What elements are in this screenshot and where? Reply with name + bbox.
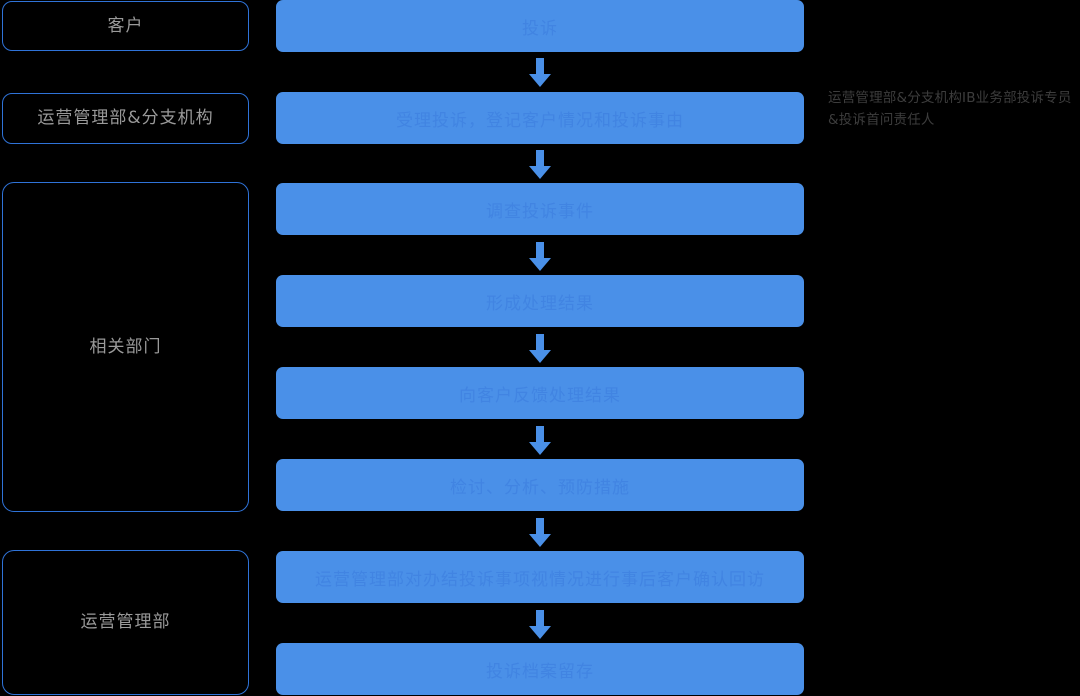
process-box-followup-visit[interactable]: 运营管理部对办结投诉事项视情况进行事后客户确认回访: [276, 551, 804, 603]
process-label-complaint: 投诉: [522, 18, 558, 39]
process-label-accept-register: 受理投诉，登记客户情况和投诉事由: [396, 110, 684, 131]
arrow-down-icon: [527, 242, 553, 272]
process-label-review-prevent: 检讨、分析、预防措施: [450, 477, 630, 498]
process-label-followup-visit: 运营管理部对办结投诉事项视情况进行事后客户确认回访: [315, 569, 765, 590]
process-box-investigate[interactable]: 调查投诉事件: [276, 183, 804, 235]
process-label-archive: 投诉档案留存: [486, 661, 594, 682]
process-label-investigate: 调查投诉事件: [486, 201, 594, 222]
process-box-form-result[interactable]: 形成处理结果: [276, 275, 804, 327]
process-box-archive[interactable]: 投诉档案留存: [276, 643, 804, 695]
process-box-complaint[interactable]: 投诉: [276, 0, 804, 52]
lane-box-ops-dept[interactable]: 运营管理部: [2, 550, 249, 695]
lane-box-customer[interactable]: 客户: [2, 1, 249, 51]
lane-label-ops-dept: 运营管理部: [80, 612, 171, 633]
process-box-accept-register[interactable]: 受理投诉，登记客户情况和投诉事由: [276, 92, 804, 144]
process-label-form-result: 形成处理结果: [486, 293, 594, 314]
process-box-feedback-customer[interactable]: 向客户反馈处理结果: [276, 367, 804, 419]
arrow-down-icon: [527, 426, 553, 456]
lane-label-related-dept: 相关部门: [89, 336, 162, 357]
arrow-down-icon: [527, 518, 553, 548]
process-label-feedback-customer: 向客户反馈处理结果: [459, 385, 621, 406]
lane-label-ops-branch: 运营管理部&分支机构: [37, 108, 214, 129]
arrow-down-icon: [527, 334, 553, 364]
process-box-review-prevent[interactable]: 检讨、分析、预防措施: [276, 459, 804, 511]
lane-box-related-dept[interactable]: 相关部门: [2, 182, 249, 512]
arrow-down-icon: [527, 58, 553, 88]
lane-box-ops-branch[interactable]: 运营管理部&分支机构: [2, 93, 249, 144]
arrow-down-icon: [527, 150, 553, 180]
arrow-down-icon: [527, 610, 553, 640]
annotation-responsible-parties: 运营管理部&分支机构IB业务部投诉专员&投诉首问责任人: [828, 90, 1072, 129]
lane-label-customer: 客户: [107, 15, 144, 36]
